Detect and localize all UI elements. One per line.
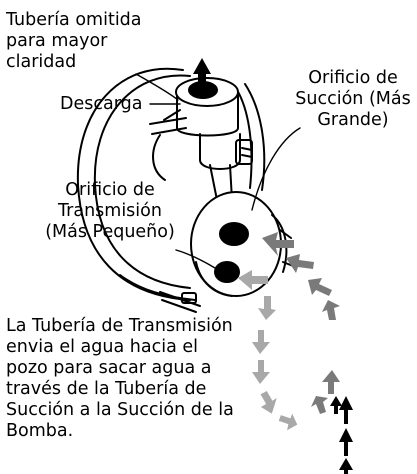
omitted-pipe-leader [135,73,179,101]
hose-loop [76,67,266,301]
flow-arrow-icon [339,428,353,456]
flow-arrow-icon [286,254,314,273]
flow-arrow-icon [330,396,342,414]
drive-port-hole [214,261,240,283]
suction-flow-arrows [262,232,340,414]
flow-arrow-icon [258,296,276,320]
flow-arrow-icon [252,360,270,384]
discharge-label: Descarga [60,94,143,114]
suction-port-label: Orificio de Succión (Más Grande) [295,68,411,130]
flow-arrow-icon [322,370,340,394]
well-flow-arrows [330,396,353,474]
flow-arrow-icon [339,396,353,424]
suction-port-leader [251,127,301,211]
up-arrow-icon [193,58,211,90]
flow-arrow-icon [308,278,332,296]
flow-arrow-icon [260,391,277,414]
flow-arrow-icon [262,232,294,256]
flow-arrow-icon [311,396,328,414]
hose-clamp [159,291,201,313]
flow-arrow-icon [252,330,270,354]
leader-lines [135,73,301,269]
drive-port-leader [175,249,216,269]
flow-arrow-icon [278,413,298,431]
flow-arrow-icon [322,300,340,320]
omitted-pipe-label: Tubería omitida para mayor claridad [6,10,142,72]
drive-port-label: Orificio de Transmisión (Más Pequeño) [45,180,175,242]
discharge-fitting [149,77,239,137]
suction-port-hole [219,222,249,246]
flow-arrow-icon [238,270,268,290]
drive-flow-arrows [238,270,298,431]
flow-arrow-icon [339,458,353,474]
description-text: La Tubería de Transmisión envia el agua … [6,316,234,441]
